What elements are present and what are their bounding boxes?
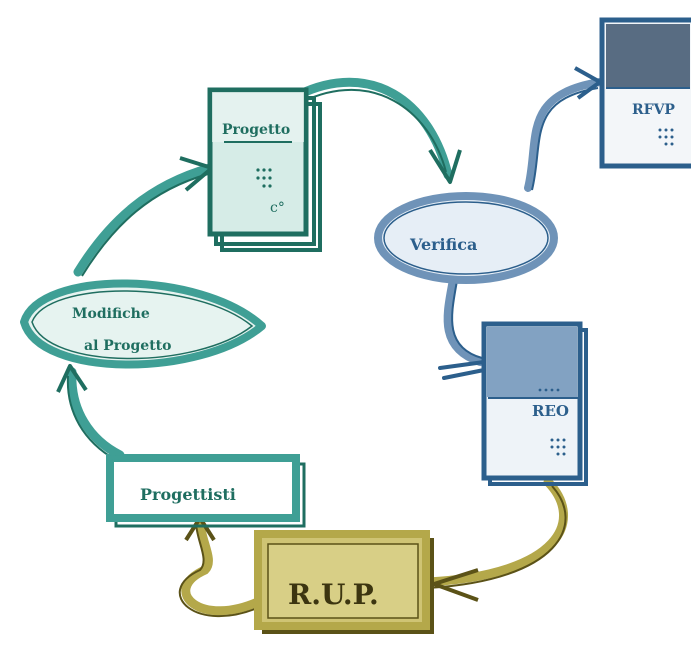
node-verifica: Verifica	[374, 192, 558, 284]
modifiche-label-line1: Modifiche	[72, 306, 150, 322]
dots-icon	[658, 128, 674, 146]
arrow-reo-to-rup	[423, 477, 568, 602]
dots-icon	[256, 168, 272, 188]
arrow-verifica-to-rfvp	[524, 66, 604, 192]
node-progetto: c° Progetto	[207, 87, 322, 252]
reo-label: REO	[532, 402, 569, 420]
node-progettisti: Progettisti	[106, 454, 306, 528]
rup-label: R.U.P.	[288, 578, 379, 611]
arrow-progetto-to-verifica	[293, 77, 462, 184]
dots-icon	[538, 388, 566, 456]
arrow-modifiche-to-progetto	[73, 156, 215, 277]
node-rup: R.U.P.	[254, 530, 434, 634]
arrow-rup-to-progettisti	[178, 515, 267, 618]
verifica-label: Verifica	[409, 235, 477, 254]
node-modifiche: Modifiche al Progetto	[20, 279, 266, 369]
svg-text:c°: c°	[270, 200, 285, 216]
arrow-progettisti-to-modifiche	[56, 364, 125, 461]
progetto-label: Progetto	[222, 122, 290, 138]
modifiche-label-line2: al Progetto	[84, 338, 171, 354]
progettisti-label: Progettisti	[140, 485, 236, 504]
rfvp-label: RFVP	[632, 102, 675, 118]
node-reo: REO	[481, 321, 588, 486]
node-rfvp: RFVP	[599, 17, 691, 169]
